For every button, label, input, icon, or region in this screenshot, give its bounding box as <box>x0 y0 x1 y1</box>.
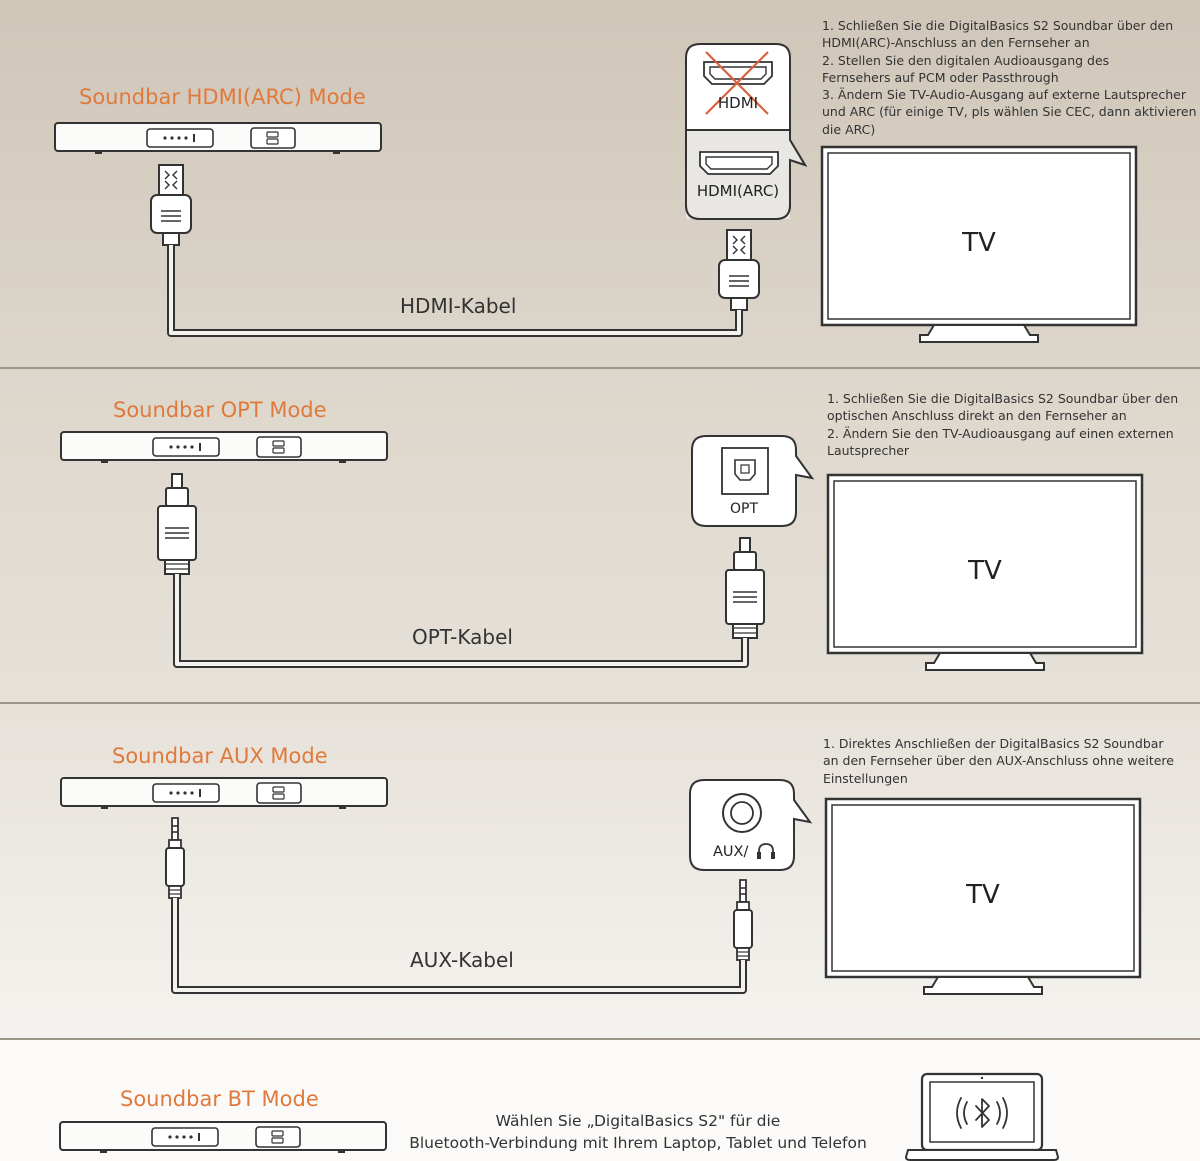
instruction-line: 1. Schließen Sie die DigitalBasics S2 So… <box>822 18 1174 33</box>
opt-plug-tv <box>725 537 765 639</box>
instruction-line: 3. Ändern Sie TV-Audio-Ausgang auf exter… <box>822 87 1186 103</box>
instruction-line: 2. Stellen Sie den digitalen Audioausgan… <box>822 52 1110 68</box>
instruction-line: Wählen Sie „DigitalBasics S2" für die <box>495 1112 781 1130</box>
soundbar-aux <box>60 777 388 810</box>
section-divider <box>0 367 1200 369</box>
tv-label-opt: TV <box>968 556 1002 586</box>
hdmi-plug-tv <box>718 229 760 311</box>
instructions-bt: Wählen Sie „DigitalBasics S2" für die Bl… <box>398 1110 878 1154</box>
aux-plug-soundbar <box>165 817 185 899</box>
instructions-opt: 1. Schließen Sie die DigitalBasics S2 So… <box>827 390 1178 459</box>
hdmi-cable <box>167 245 743 337</box>
section-title-opt: Soundbar OPT Mode <box>113 398 327 422</box>
instruction-line: optischen Anschluss direkt an den Fernse… <box>827 408 1127 424</box>
port-label-opt: OPT <box>729 501 758 517</box>
tv-label-aux: TV <box>966 880 1000 910</box>
instruction-line: die ARC) <box>822 121 876 137</box>
port-label-hdmi-arc: HDMI(ARC) <box>696 182 780 200</box>
section-title-bt: Soundbar BT Mode <box>120 1087 319 1111</box>
soundbar-hdmi <box>54 122 382 155</box>
instruction-line: Einstellungen <box>823 770 908 786</box>
hdmi-plug-soundbar <box>150 164 192 246</box>
section-divider <box>0 702 1200 704</box>
instruction-line: 2. Ändern Sie den TV-Audioausgang auf ei… <box>827 425 1174 441</box>
instruction-line: und ARC (für einige TV, pls wählen Sie C… <box>822 104 1200 120</box>
aux-cable <box>171 898 747 994</box>
instruction-line: HDMI(ARC)-Anschluss an den Fernseher an <box>822 35 1090 51</box>
instruction-line: an den Fernseher über den AUX-Anschluss … <box>823 753 1174 769</box>
cable-label-hdmi: HDMI-Kabel <box>400 294 517 318</box>
port-label-hdmi: HDMI <box>717 94 759 112</box>
bluetooth-icon <box>956 1097 1008 1129</box>
cable-label-aux: AUX-Kabel <box>410 948 514 972</box>
section-title-aux: Soundbar AUX Mode <box>112 744 328 768</box>
instruction-line: Lautsprecher <box>827 442 910 458</box>
instruction-line: Fernsehers auf PCM oder Passthrough <box>822 69 1059 85</box>
soundbar-bt <box>59 1121 387 1154</box>
instructions-hdmi: 1. Schließen Sie die DigitalBasics S2 So… <box>822 17 1200 138</box>
opt-plug-soundbar <box>157 473 197 575</box>
aux-plug-tv <box>733 879 753 961</box>
tv-label-hdmi: TV <box>962 228 996 258</box>
instruction-line: 1. Schließen Sie die DigitalBasics S2 So… <box>827 391 1179 406</box>
headphone-icon <box>757 843 775 859</box>
section-divider <box>0 1038 1200 1040</box>
cable-label-opt: OPT-Kabel <box>412 625 513 649</box>
instruction-line: Bluetooth-Verbindung mit Ihrem Laptop, T… <box>409 1134 867 1152</box>
port-label-aux: AUX/ <box>713 844 749 860</box>
section-title-hdmi: Soundbar HDMI(ARC) Mode <box>79 85 366 109</box>
instruction-line: 1. Direktes Anschließen der DigitalBasic… <box>823 736 1164 751</box>
soundbar-opt <box>60 431 388 464</box>
opt-cable <box>173 574 749 668</box>
instructions-aux: 1. Direktes Anschließen der DigitalBasic… <box>823 735 1174 787</box>
